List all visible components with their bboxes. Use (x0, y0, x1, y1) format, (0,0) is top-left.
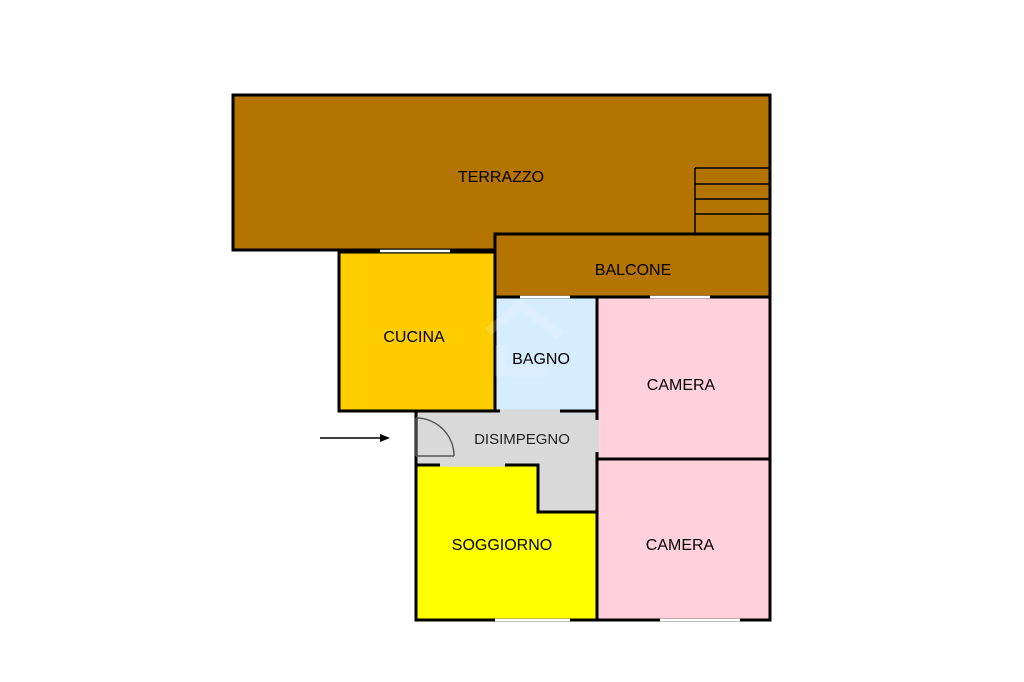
window-openings (380, 249, 740, 622)
stairs-icon (694, 167, 770, 233)
door-swing-icon (415, 417, 455, 457)
arrow-right-icon (320, 434, 390, 442)
terrazzo-area (231, 93, 772, 252)
bagno-label: BAGNO (512, 351, 570, 368)
soggiorno-label: SOGGIORNO (452, 537, 552, 554)
camera-room-2 (595, 457, 772, 622)
balcone-label: BALCONE (595, 262, 671, 279)
terrazzo-label: TERRAZZO (458, 169, 544, 186)
cucina-label: CUCINA (383, 329, 445, 346)
house-logo-watermark (485, 299, 563, 377)
camera-label-1: CAMERA (647, 377, 716, 394)
door-openings (440, 409, 599, 467)
disimpegno-label: DISIMPEGNO (474, 431, 570, 448)
camera-label-2: CAMERA (646, 537, 715, 554)
